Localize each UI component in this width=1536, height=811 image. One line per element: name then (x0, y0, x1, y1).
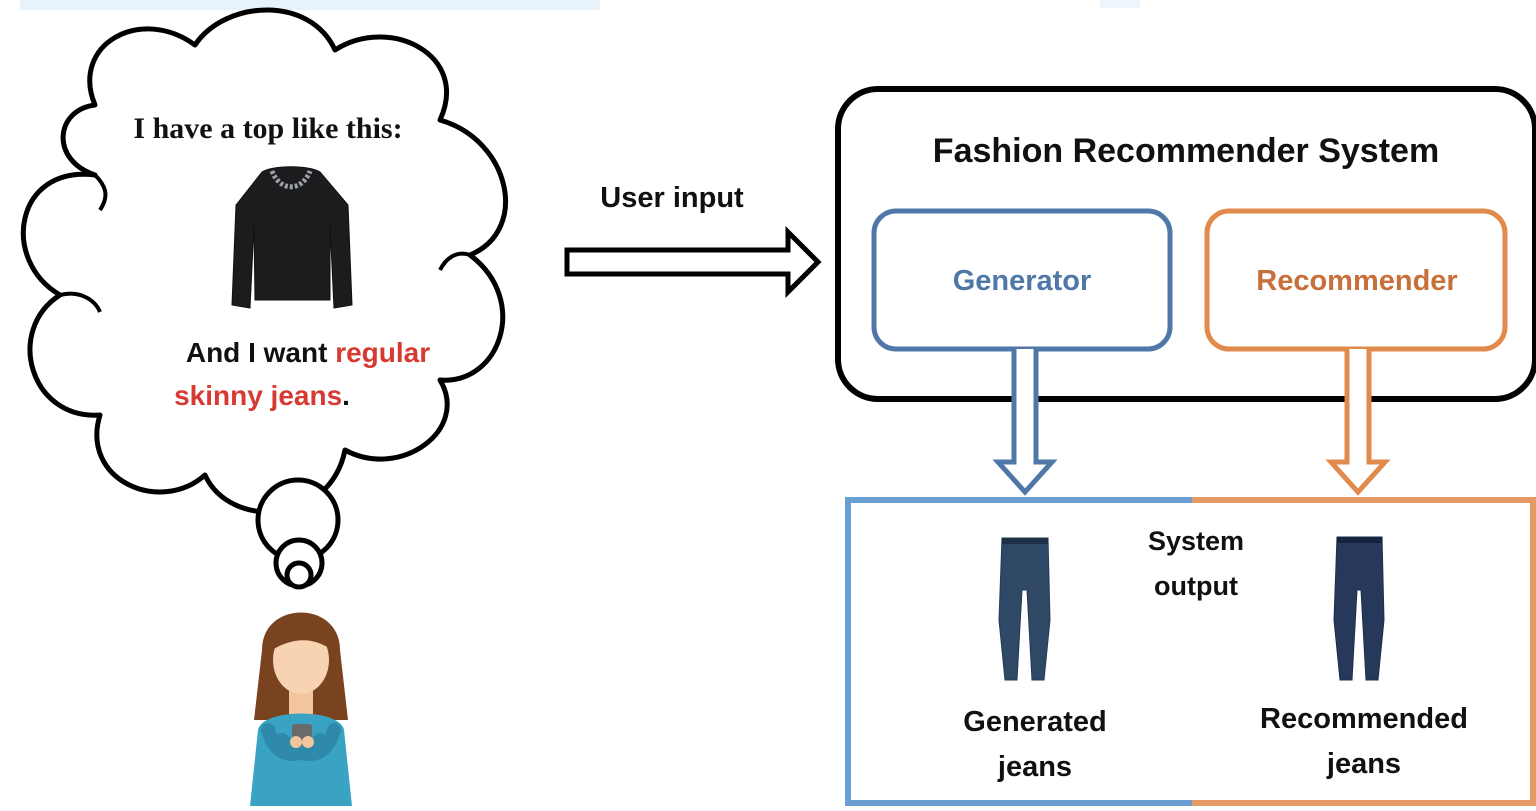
top-strip-right (1100, 0, 1140, 8)
recommender-down-arrow (1325, 349, 1391, 496)
generator-label: Generator (953, 265, 1092, 297)
thought-line-1: I have a top like this: (133, 112, 402, 145)
thought-line-2: And I want regular (186, 337, 430, 368)
user-input-arrow (564, 225, 822, 299)
user-input-label: User input (600, 182, 744, 214)
generator-down-arrow (992, 349, 1058, 496)
generated-line-2: jeans (997, 751, 1072, 783)
cloud-curl-2 (59, 291, 102, 313)
top-image (231, 166, 353, 309)
recommended-line-1: Recommended (1260, 703, 1468, 735)
generated-jeans-image (998, 537, 1051, 681)
recommended-jeans-image (1333, 536, 1385, 681)
cloud-curl-3 (438, 251, 471, 271)
generated-line-1: Generated (963, 706, 1106, 738)
recommended-line-2: jeans (1326, 748, 1401, 780)
top-strip-left (20, 0, 600, 10)
recommender-label: Recommender (1256, 265, 1457, 297)
highlight-regular: regular (335, 337, 430, 368)
thought-line-3: skinny jeans. (174, 380, 350, 411)
cloud-curl-1 (93, 173, 108, 212)
highlight-skinny-jeans: skinny jeans (174, 380, 342, 411)
output-label-line-2: output (1154, 571, 1238, 601)
output-label-line-1: System (1148, 526, 1244, 556)
person-icon (250, 612, 352, 806)
thought-bubble-small (284, 560, 314, 590)
output-box (845, 497, 1536, 806)
system-title: Fashion Recommender System (933, 132, 1439, 170)
